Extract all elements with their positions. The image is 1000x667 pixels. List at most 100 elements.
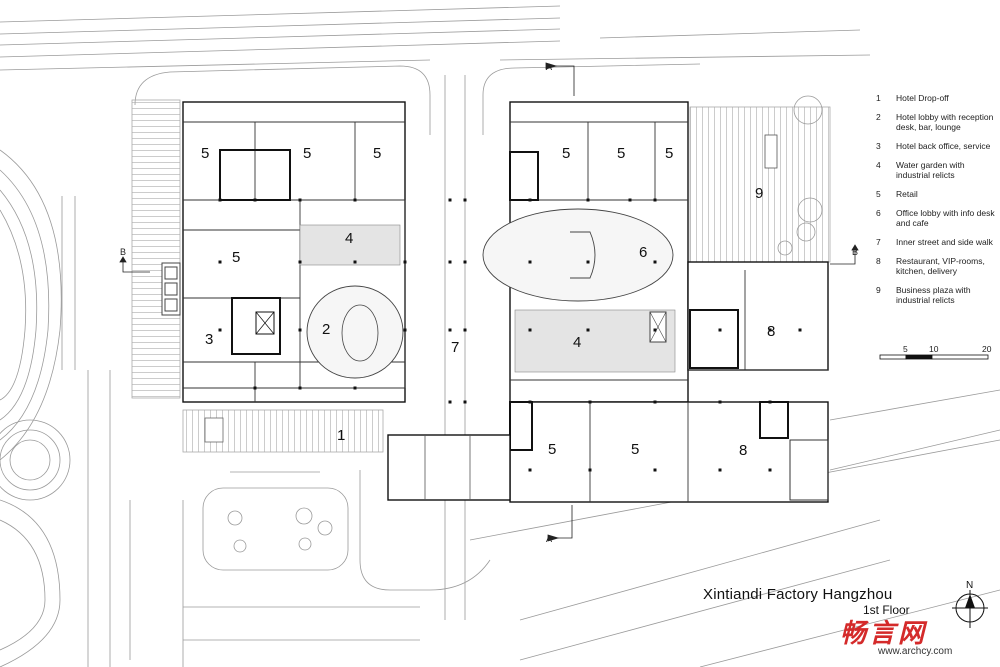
column-mark xyxy=(218,260,222,264)
scale-label: 10 xyxy=(929,344,939,354)
watermark-url: www.archcy.com xyxy=(878,646,953,657)
room-label: 7 xyxy=(451,339,459,356)
lower-middle-block xyxy=(387,434,511,501)
legend-item: 1 Hotel Drop-off xyxy=(876,93,1000,103)
column-mark xyxy=(586,328,590,332)
legend-text: Water garden with industrial relicts xyxy=(896,160,965,180)
column-mark xyxy=(463,400,467,404)
legend-item: 4 Water garden with industrial relicts xyxy=(876,160,1000,180)
legend-number: 3 xyxy=(876,141,881,151)
room-labels: 5 5 5 5 5 5 4 5 2 3 7 6 4 9 8 1 5 5 8 xyxy=(201,145,775,459)
column-mark xyxy=(403,260,407,264)
section-label-b-left: B xyxy=(120,247,126,257)
legend-item: 7 Inner street and side walk xyxy=(876,237,1000,247)
column-mark xyxy=(588,400,592,404)
room-label: 9 xyxy=(755,185,763,202)
legend-text: Hotel lobby with reception desk, bar, lo… xyxy=(896,112,994,132)
column-mark xyxy=(768,468,772,472)
column-mark xyxy=(298,328,302,332)
column-mark xyxy=(448,198,452,202)
room-label: 5 xyxy=(548,441,556,458)
column-mark xyxy=(463,198,467,202)
scale-label: 5 xyxy=(903,344,908,354)
column-mark xyxy=(448,260,452,264)
column-mark xyxy=(448,328,452,332)
section-label-b-right: B xyxy=(852,247,858,257)
column-mark xyxy=(586,260,590,264)
column-mark xyxy=(718,468,722,472)
scale-bar: 5 10 20 xyxy=(879,344,992,360)
legend-number: 4 xyxy=(876,160,881,170)
watermark-logo: 畅言网 xyxy=(840,619,928,649)
room-label: 5 xyxy=(631,441,639,458)
room-label: 3 xyxy=(205,331,213,348)
column-mark xyxy=(586,198,590,202)
room-label: 6 xyxy=(639,244,647,261)
column-mark xyxy=(448,400,452,404)
legend-text: Retail xyxy=(896,189,918,199)
north-label: N xyxy=(966,580,973,591)
legend-number: 9 xyxy=(876,285,881,295)
room-label: 5 xyxy=(373,145,381,162)
column-mark xyxy=(718,400,722,404)
column-mark xyxy=(353,386,357,390)
legend-text: Inner street and side walk xyxy=(896,237,993,247)
room-label: 5 xyxy=(303,145,311,162)
room-label: 1 xyxy=(337,427,345,444)
west-building xyxy=(161,101,406,403)
legend-number: 1 xyxy=(876,93,881,103)
column-mark xyxy=(588,468,592,472)
column-mark xyxy=(218,328,222,332)
legend-item: 5 Retail xyxy=(876,189,1000,199)
site-context xyxy=(0,5,1000,667)
section-mark-a-bottom xyxy=(547,505,573,542)
column-mark xyxy=(403,328,407,332)
legend-text: Business plaza with industrial relicts xyxy=(896,285,971,305)
section-label-a-top: A xyxy=(546,62,552,72)
column-mark xyxy=(528,468,532,472)
column-mark xyxy=(298,260,302,264)
structural-columns xyxy=(218,198,802,472)
legend-text: Hotel back office, service xyxy=(896,141,991,151)
section-mark-a-top xyxy=(545,62,575,96)
column-mark xyxy=(298,386,302,390)
column-mark xyxy=(353,198,357,202)
column-mark xyxy=(253,198,257,202)
column-mark xyxy=(653,328,657,332)
legend: 1 Hotel Drop-off 2 Hotel lobby with recepti… xyxy=(876,93,1000,314)
north-arrow-icon: N xyxy=(952,580,988,628)
column-mark xyxy=(628,198,632,202)
scale-label: 20 xyxy=(982,344,992,354)
drawing-title: Xintiandi Factory Hangzhou xyxy=(703,586,893,603)
column-mark xyxy=(768,400,772,404)
legend-item: 9 Business plaza with industrial relicts xyxy=(876,285,1000,305)
legend-item: 2 Hotel lobby with reception desk, bar, l… xyxy=(876,112,1000,132)
column-mark xyxy=(653,400,657,404)
column-mark xyxy=(463,328,467,332)
legend-number: 5 xyxy=(876,189,881,199)
legend-number: 8 xyxy=(876,256,881,266)
section-mark-b-right xyxy=(830,244,859,265)
east-building xyxy=(482,101,829,503)
legend-number: 2 xyxy=(876,112,881,122)
room-label: 4 xyxy=(345,230,353,247)
legend-text: Office lobby with info desk and cafe xyxy=(896,208,995,228)
column-mark xyxy=(463,260,467,264)
room-label: 4 xyxy=(573,334,581,351)
legend-item: 3 Hotel back office, service xyxy=(876,141,1000,151)
room-label: 5 xyxy=(201,145,209,162)
room-label: 2 xyxy=(322,321,330,338)
legend-number: 7 xyxy=(876,237,881,247)
column-mark xyxy=(528,260,532,264)
legend-text: Hotel Drop-off xyxy=(896,93,949,103)
column-mark xyxy=(528,328,532,332)
column-mark xyxy=(528,198,532,202)
column-mark xyxy=(353,260,357,264)
room-label: 5 xyxy=(232,249,240,266)
column-mark xyxy=(768,328,772,332)
room-label: 8 xyxy=(739,442,747,459)
column-mark xyxy=(528,400,532,404)
